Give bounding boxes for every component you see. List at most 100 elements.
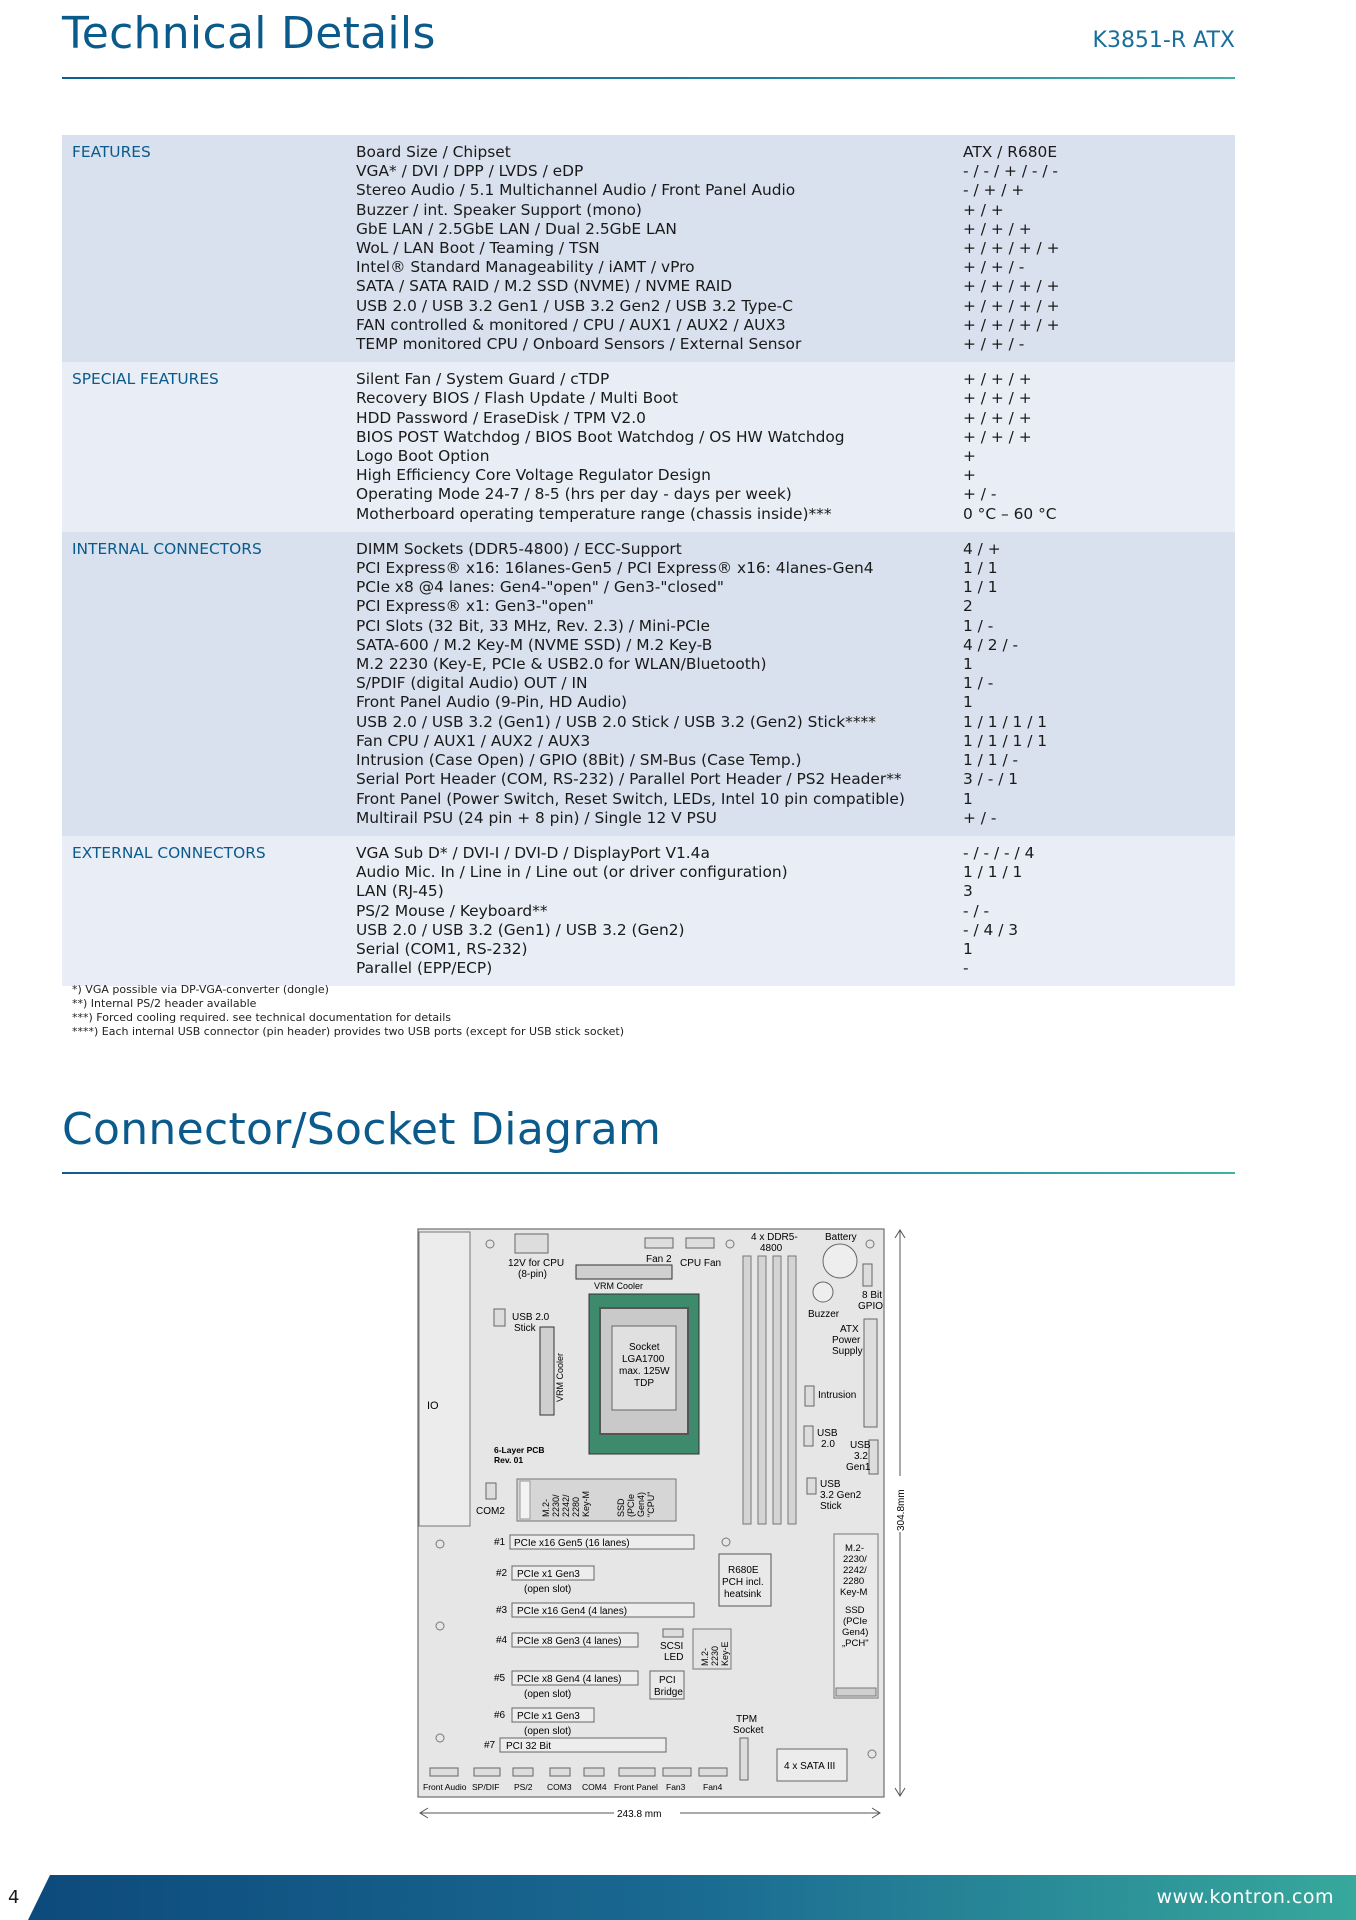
m2-pch-standoff bbox=[835, 1687, 877, 1697]
feature-name: Operating Mode 24-7 / 8-5 (hrs per day -… bbox=[356, 485, 792, 504]
m2-pch-label: „PCH" bbox=[842, 1638, 869, 1649]
pcb-label: Rev. 01 bbox=[494, 1455, 523, 1465]
usb32-gen2-stick-label: Stick bbox=[820, 1501, 843, 1512]
feature-value: 2 bbox=[963, 597, 973, 616]
m2-cpu-label: M.2- bbox=[541, 1499, 551, 1517]
feature-value: 1 bbox=[963, 655, 973, 674]
feature-name: BIOS POST Watchdog / BIOS Boot Watchdog … bbox=[356, 427, 845, 446]
pcie-slot-1 bbox=[509, 1534, 695, 1550]
feature-value: + / + / + / + bbox=[963, 277, 1060, 296]
vrm-side-label: VRM Cooler bbox=[555, 1353, 565, 1402]
feature-value: 1 bbox=[963, 693, 973, 712]
mount-hole bbox=[435, 1621, 445, 1631]
feature-value: + / + / + / + bbox=[963, 239, 1060, 258]
section-label: EXTERNAL CONNECTORS bbox=[72, 843, 266, 862]
usb32-gen1-connector bbox=[868, 1439, 879, 1475]
section-label: INTERNAL CONNECTORS bbox=[72, 539, 262, 558]
feature-column: VGA Sub D* / DVI-I / DVI-D / DisplayPort… bbox=[356, 836, 963, 986]
battery bbox=[822, 1243, 858, 1279]
pcb-label: 6-Layer PCB bbox=[494, 1445, 545, 1455]
m2-keye-label: M.2- bbox=[700, 1648, 710, 1666]
bottom-header-label: Fan3 bbox=[666, 1782, 686, 1792]
feature-name: Serial (COM1, RS-232) bbox=[356, 939, 528, 958]
connector-diagram: IO 12V for CPU (8-pin) Fan 2 CPU Fan 4 x… bbox=[414, 1226, 924, 1826]
feature-name: VGA* / DVI / DPP / LVDS / eDP bbox=[356, 162, 584, 181]
feature-name: PS/2 Mouse / Keyboard** bbox=[356, 901, 548, 920]
board-drawing: IO 12V for CPU (8-pin) Fan 2 CPU Fan 4 x… bbox=[417, 1228, 907, 1820]
scsi-led-label: SCSI bbox=[660, 1641, 683, 1652]
footnotes: *) VGA possible via DP-VGA-converter (do… bbox=[72, 983, 624, 1039]
feature-value: + / + / + bbox=[963, 408, 1032, 427]
feature-name: PCIe x8 @4 lanes: Gen4-"open" / Gen3-"cl… bbox=[356, 578, 724, 597]
feature-value: 1 / 1 bbox=[963, 578, 998, 597]
slot-note: (open slot) bbox=[524, 1726, 571, 1737]
feature-name: USB 2.0 / USB 3.2 Gen1 / USB 3.2 Gen2 / … bbox=[356, 296, 793, 315]
feature-value: + / + / + / + bbox=[963, 315, 1060, 334]
feature-value: 1 / - bbox=[963, 616, 994, 635]
feature-value: + bbox=[963, 447, 976, 466]
slot-label: PCIe x8 Gen3 (4 lanes) bbox=[517, 1636, 622, 1647]
feature-value: 1 bbox=[963, 939, 973, 958]
pci-bridge-chip bbox=[649, 1670, 685, 1700]
dimm-slot bbox=[757, 1255, 767, 1525]
bottom-header-label: Fan4 bbox=[703, 1782, 723, 1792]
socket-label: LGA1700 bbox=[622, 1354, 665, 1365]
footnote: ****) Each internal USB connector (pin h… bbox=[72, 1025, 624, 1038]
cpu-power-label: (8-pin) bbox=[518, 1269, 547, 1280]
m2-keye-label: 2230 bbox=[710, 1646, 720, 1666]
bottom-header-label: COM4 bbox=[582, 1782, 607, 1792]
feature-name: SATA-600 / M.2 Key-M (NVME SSD) / M.2 Ke… bbox=[356, 635, 713, 654]
slot-note: (open slot) bbox=[524, 1689, 571, 1700]
feature-name: Logo Boot Option bbox=[356, 447, 490, 466]
feature-value: - / - / - / 4 bbox=[963, 843, 1035, 862]
m2-cpu-label: Gen4) bbox=[636, 1492, 646, 1517]
cpu-power-label: 12V for CPU bbox=[508, 1258, 564, 1269]
usb32-gen2-stick-label: 3.2 Gen2 bbox=[820, 1490, 862, 1501]
cpu-power-connector bbox=[514, 1233, 549, 1254]
dimm-slot bbox=[742, 1255, 752, 1525]
spec-section: EXTERNAL CONNECTORS VGA Sub D* / DVI-I / … bbox=[62, 835, 1235, 987]
feature-name: Intel® Standard Manageability / iAMT / v… bbox=[356, 258, 695, 277]
slot-label: PCIe x16 Gen4 (4 lanes) bbox=[517, 1606, 627, 1617]
com2-label: COM2 bbox=[476, 1506, 505, 1517]
atx-label: Supply bbox=[832, 1346, 863, 1357]
m2-pch-label: Key-M bbox=[840, 1587, 868, 1598]
usb32-gen1-label: 3.2 bbox=[854, 1451, 868, 1462]
pcie-slot-6 bbox=[511, 1707, 595, 1723]
feature-name: TEMP monitored CPU / Onboard Sensors / E… bbox=[356, 335, 802, 354]
com4-header bbox=[583, 1767, 605, 1777]
pcie-slot-2 bbox=[511, 1565, 595, 1581]
feature-name: Serial Port Header (COM, RS-232) / Paral… bbox=[356, 770, 902, 789]
height-dimension-label: 304.8mm bbox=[896, 1489, 907, 1531]
pch-label: PCH incl. bbox=[722, 1577, 764, 1588]
fan4-header bbox=[698, 1767, 728, 1777]
cpu-fan-label: CPU Fan bbox=[680, 1258, 721, 1269]
website-link[interactable]: www.kontron.com bbox=[1156, 1886, 1334, 1908]
usb20-stick-label: Stick bbox=[514, 1323, 537, 1334]
atx-power-connector bbox=[863, 1318, 878, 1428]
feature-value: + / + bbox=[963, 200, 1004, 219]
feature-name: FAN controlled & monitored / CPU / AUX1 … bbox=[356, 315, 786, 334]
usb20-stick-connector bbox=[493, 1308, 506, 1327]
page-footer: 4 www.kontron.com bbox=[0, 1875, 1356, 1920]
pch-label: heatsink bbox=[724, 1589, 762, 1600]
footnote: **) Internal PS/2 header available bbox=[72, 997, 257, 1010]
pci-bridge-label: Bridge bbox=[654, 1687, 683, 1698]
cpu-fan-connector bbox=[685, 1237, 715, 1249]
atx-label: Power bbox=[832, 1335, 861, 1346]
fan2-connector bbox=[644, 1237, 674, 1249]
section-label: SPECIAL FEATURES bbox=[72, 370, 219, 389]
slot-label: PCIe x1 Gen3 bbox=[517, 1569, 580, 1580]
vrm-cooler-top bbox=[575, 1264, 673, 1280]
buzzer-label: Buzzer bbox=[808, 1309, 840, 1320]
front-audio-header bbox=[429, 1767, 459, 1777]
mount-hole bbox=[435, 1733, 445, 1743]
feature-name: High Efficiency Core Voltage Regulator D… bbox=[356, 466, 711, 485]
feature-value: + / + / + bbox=[963, 219, 1032, 238]
tpm-socket bbox=[739, 1737, 749, 1781]
mount-hole bbox=[865, 1239, 875, 1249]
